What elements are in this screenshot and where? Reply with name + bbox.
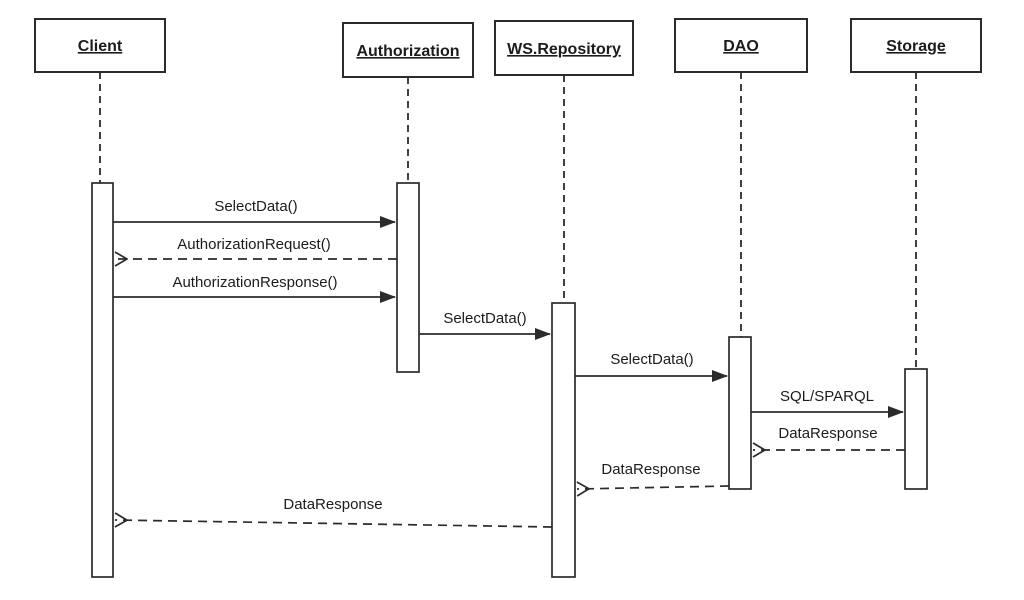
actor-ws-repository: WS.Repository xyxy=(494,20,634,76)
actor-client: Client xyxy=(34,18,166,73)
activation-dao xyxy=(728,336,752,490)
message-label: SelectData() xyxy=(610,351,693,368)
activation-storage xyxy=(904,368,928,490)
message-authorizationresponse-client-authorization: AuthorizationResponse() xyxy=(113,274,396,303)
actor-box-authorization xyxy=(342,22,474,78)
message-label: SQL/SPARQL xyxy=(780,388,874,405)
actor-title-ws-repository: WS.Repository xyxy=(507,41,621,58)
activation-authorization xyxy=(396,182,420,373)
message-label: DataResponse xyxy=(778,425,877,442)
message-selectdata-authorization-ws-repository: SelectData() xyxy=(419,310,551,340)
message-label: AuthorizationRequest() xyxy=(177,236,330,253)
actor-authorization: Authorization xyxy=(342,22,474,78)
activation-client xyxy=(91,182,114,578)
message-authorizationrequest-authorization-client: AuthorizationRequest() xyxy=(115,236,397,259)
actor-title-authorization: Authorization xyxy=(356,43,459,60)
message-dataresponse-storage-dao: DataResponse xyxy=(753,425,905,450)
message-selectdata-client-authorization: SelectData() xyxy=(113,198,396,228)
actor-box-dao xyxy=(674,18,808,73)
message-arrow-dashed xyxy=(577,486,730,489)
message-dataresponse-ws-repository-client: DataResponse xyxy=(115,496,553,528)
message-label: DataResponse xyxy=(283,496,382,513)
actor-box-ws-repository xyxy=(494,20,634,76)
actor-title-client: Client xyxy=(78,38,123,55)
message-label: SelectData() xyxy=(443,310,526,327)
message-label: DataResponse xyxy=(601,461,700,478)
message-label: SelectData() xyxy=(214,198,297,215)
actor-title-storage: Storage xyxy=(886,38,946,55)
message-sql-sparql-dao-storage: SQL/SPARQL xyxy=(751,388,904,418)
message-dataresponse-dao-ws-repository: DataResponse xyxy=(577,461,730,489)
message-label: AuthorizationResponse() xyxy=(172,274,337,291)
message-arrow-dashed xyxy=(115,520,553,528)
actor-box-storage xyxy=(850,18,982,73)
actor-storage: Storage xyxy=(850,18,982,73)
actor-title-dao: DAO xyxy=(723,38,759,55)
actor-box-client xyxy=(34,18,166,73)
actor-dao: DAO xyxy=(674,18,808,73)
message-selectdata-ws-repository-dao: SelectData() xyxy=(575,351,728,382)
activation-ws-repository xyxy=(551,302,576,578)
